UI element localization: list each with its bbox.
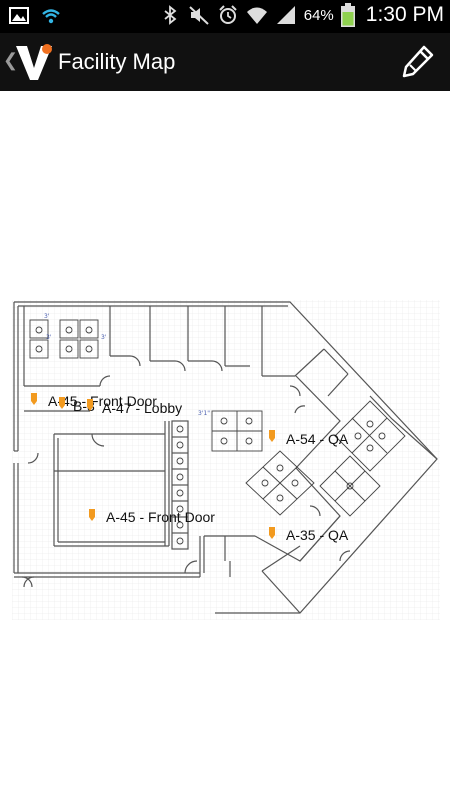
bluetooth-icon [164, 5, 177, 25]
page-title: Facility Map [58, 49, 176, 74]
location-pin-icon[interactable] [30, 393, 38, 405]
location-pin-icon[interactable] [88, 509, 96, 521]
cell-signal-icon [276, 6, 295, 24]
clock: 1:30 PM [365, 3, 444, 26]
location-pin-icon[interactable] [86, 399, 94, 411]
wifi-signal-icon [42, 9, 60, 24]
back-chevron-icon[interactable]: ❮ [3, 50, 19, 70]
alarm-icon [219, 5, 237, 24]
status-bar: 64% 1:30 PM [0, 0, 450, 33]
wifi-icon [246, 7, 267, 24]
marker-label[interactable]: A-35 - QA [286, 527, 349, 543]
facility-map-view[interactable]: 3' 3' 3' 3'1" A-45 - Front Door B-3 A-47… [0, 91, 450, 800]
svg-text:3': 3' [44, 313, 50, 320]
battery-percentage: 64% [303, 6, 334, 24]
svg-text:3': 3' [101, 334, 107, 341]
location-pin-icon[interactable] [268, 430, 276, 442]
marker-label[interactable]: A-45 - Front Door [106, 509, 215, 525]
marker-label[interactable]: A-45 - Front Door [48, 393, 157, 409]
location-pin-icon[interactable] [58, 397, 66, 409]
marker-label[interactable]: A-54 - QA [286, 431, 349, 447]
svg-text:3': 3' [46, 334, 52, 341]
action-bar: ❮ Facility Map [0, 33, 450, 91]
gallery-icon [9, 7, 29, 24]
floor-plan[interactable]: 3' 3' 3' 3'1" [0, 91, 450, 800]
battery-icon [340, 3, 355, 27]
mute-icon [189, 6, 209, 25]
v-logo-icon[interactable] [14, 40, 54, 82]
marker-label[interactable]: A-47 - Lobby [102, 400, 183, 416]
location-pin-icon[interactable] [268, 527, 276, 539]
svg-text:3'1": 3'1" [198, 410, 210, 417]
pencil-icon[interactable] [400, 43, 436, 79]
